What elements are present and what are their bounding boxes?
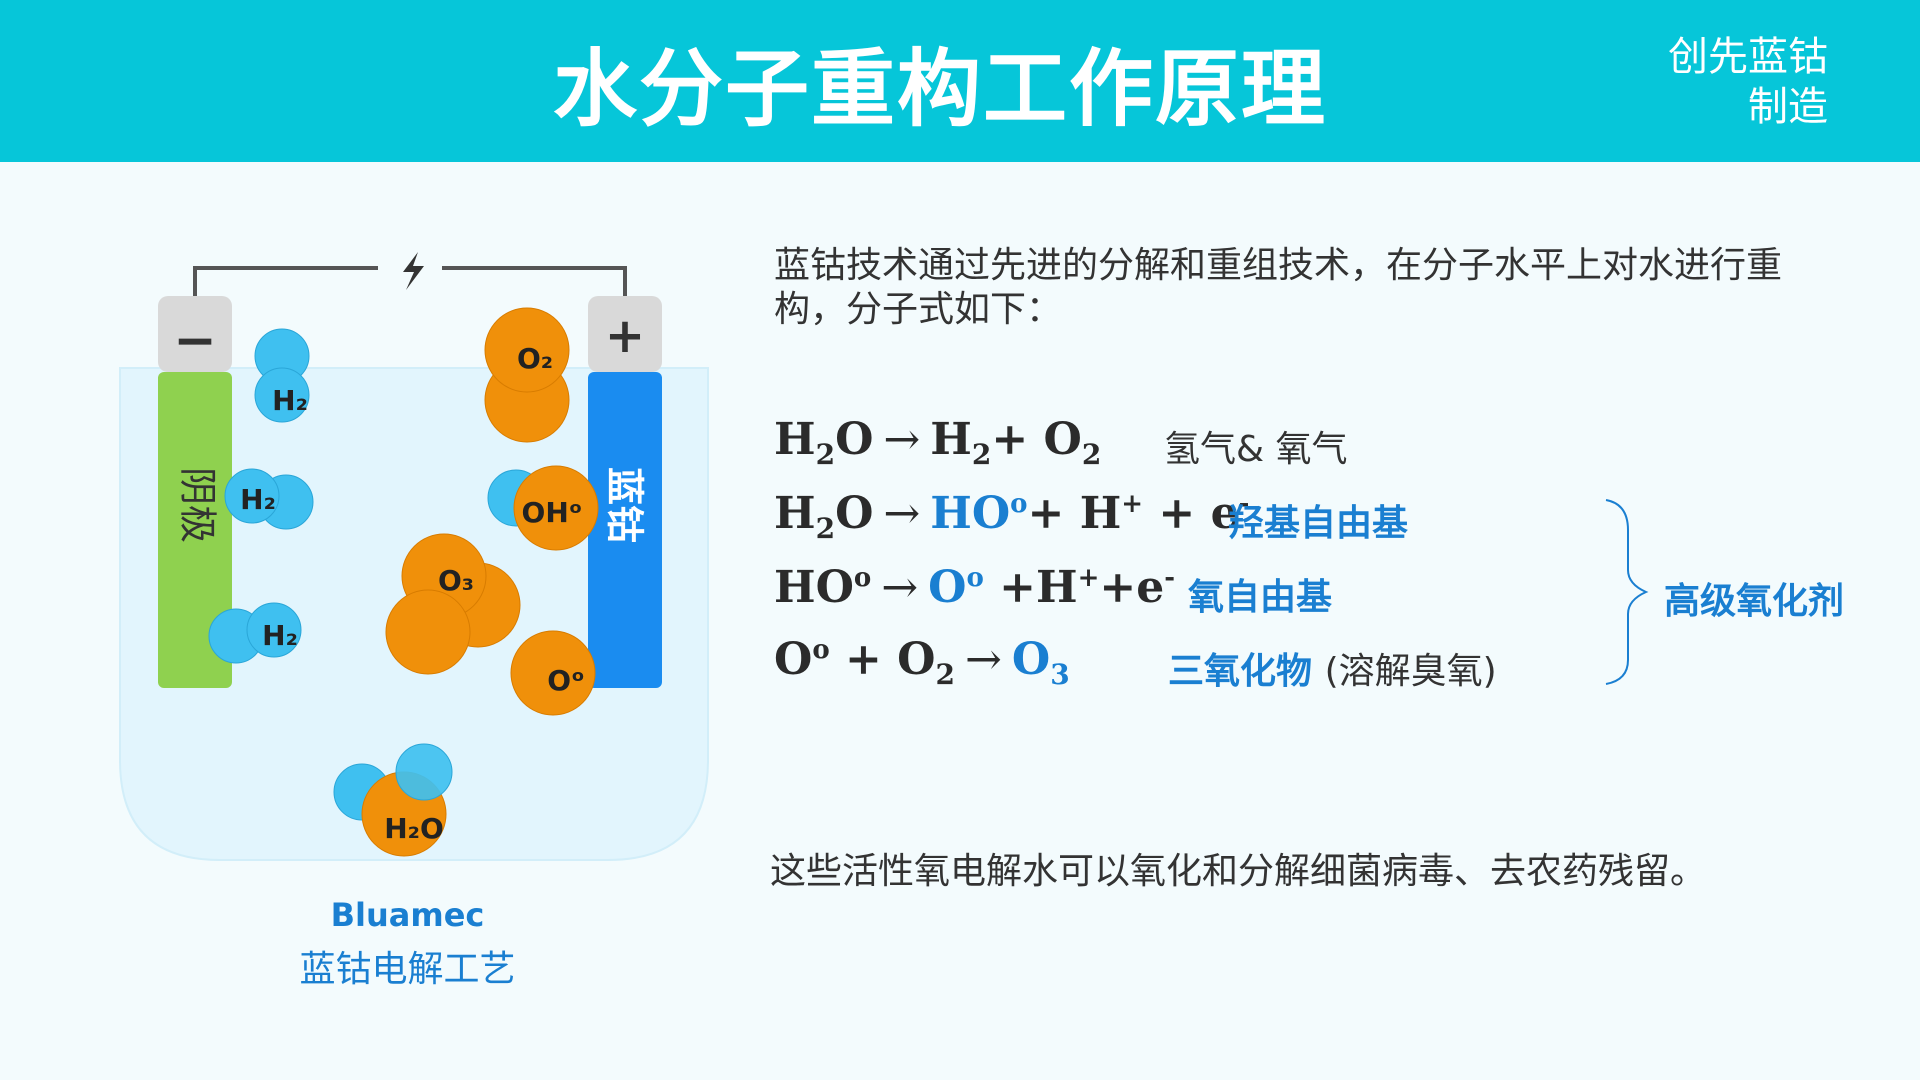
- h2-molecule: H₂: [208, 602, 302, 664]
- h2o-label: H₂O: [384, 812, 444, 845]
- caption-english: Bluamec: [330, 896, 485, 934]
- oxygen-radical: Oᵒ: [510, 630, 596, 716]
- equation-1-description: 氢气& 氧气: [1164, 429, 1348, 470]
- brand-line-1: 创先蓝钴: [1668, 34, 1828, 80]
- oxidizer-label: 高级氧化剂: [1664, 581, 1845, 622]
- o3-label: O₃: [438, 564, 474, 597]
- anode-cap: [588, 296, 662, 372]
- equation-3: HOo→Oo +H++e-: [774, 562, 1176, 613]
- h2-label: H₂: [240, 483, 276, 516]
- conclusion-text: 这些活性氧电解水可以氧化和分解细菌病毒、去农药残留。: [770, 851, 1707, 892]
- caption-chinese: 蓝钴电解工艺: [299, 949, 516, 990]
- equation-4-term: 三氧化物: [1168, 651, 1313, 692]
- o2-molecule: O₂: [484, 307, 570, 443]
- equation-4-note: (溶解臭氧): [1324, 651, 1497, 692]
- o2-label: O₂: [517, 342, 553, 375]
- power-bolt-icon: [403, 252, 424, 290]
- cathode-label: 阴极: [176, 467, 220, 543]
- oh-label: OHᵒ: [522, 496, 583, 529]
- h2o-molecule: H₂O: [333, 743, 453, 857]
- h2-molecule: H₂: [224, 468, 314, 530]
- equation-2-description: 羟基自由基: [1228, 503, 1409, 544]
- brand-line-2: 制造: [1748, 84, 1828, 130]
- equation-2: H2O→HOo+ H+ + e-: [774, 488, 1250, 545]
- brand-slogan: 创先蓝钴 制造: [1668, 32, 1828, 132]
- hydroxyl-radical: OHᵒ: [487, 465, 599, 551]
- equation-3-description: 氧自由基: [1188, 577, 1333, 618]
- oxidizer-brace: [1605, 499, 1649, 685]
- intro-text: 蓝钴技术通过先进的分解和重组技术，在分子水平上对水进行重构，分子式如下：: [774, 245, 1783, 330]
- equation-1: H2O→H2+ O2: [774, 414, 1102, 471]
- equation-4: Oo + O2→O3: [774, 634, 1070, 691]
- anode-label: 蓝钴: [603, 467, 647, 543]
- o-radical-label: Oᵒ: [547, 664, 584, 697]
- header-bar: 水分子重构工作原理 创先蓝钴 制造: [0, 0, 1920, 162]
- cathode-cap: [158, 296, 232, 372]
- cathode-sign: −: [173, 311, 217, 371]
- h2-molecule: H₂: [254, 328, 310, 423]
- h2-label: H₂: [262, 619, 298, 652]
- anode-electrode: [588, 372, 662, 688]
- circuit-wire: [193, 266, 627, 300]
- o3-molecule: O₃: [385, 533, 521, 675]
- anode-sign: +: [605, 308, 645, 364]
- equation-4-description: 三氧化物 (溶解臭氧): [1168, 642, 1497, 694]
- h2-label: H₂: [272, 384, 308, 417]
- cathode-electrode: [158, 372, 232, 688]
- page-title: 水分子重构工作原理: [552, 40, 1327, 138]
